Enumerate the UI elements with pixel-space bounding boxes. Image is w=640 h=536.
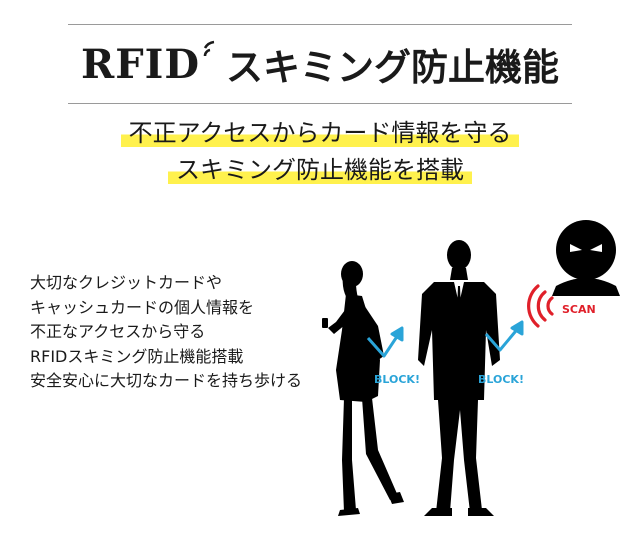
block-arrow-icon: [366, 320, 524, 358]
scan-waves-icon: [527, 284, 554, 328]
description-line: 不正なアクセスから守る: [30, 322, 206, 341]
subtitle-line-1: 不正アクセスからカード情報を守る: [0, 118, 640, 148]
page-title: RFID スキミング防止機能: [0, 34, 640, 94]
scan-label: SCAN: [562, 303, 596, 316]
block-label: BLOCK!: [374, 373, 420, 386]
title-rfid: RFID: [80, 40, 201, 88]
description-line: キャッシュカードの個人情報を: [30, 297, 255, 317]
title-main: スキミング防止機能: [226, 45, 560, 89]
top-divider: [68, 24, 572, 25]
man-silhouette: [418, 240, 500, 516]
block-label: BLOCK!: [478, 373, 524, 386]
hacker-icon: [552, 220, 620, 296]
description-line: 安全安心に大切なカードを持ち歩ける: [30, 371, 303, 390]
bottom-divider: [68, 103, 572, 104]
subtitle-line-2: スキミング防止機能を搭載: [0, 155, 640, 185]
description: 大切なクレジットカードや キャッシュカードの個人情報を 不正なアクセスから守る …: [30, 271, 330, 394]
woman-silhouette: [322, 261, 404, 516]
skimming-illustration: SCAN BLOCK! BLOCK!: [322, 220, 620, 516]
description-line: RFIDスキミング防止機能搭載: [30, 346, 244, 366]
wireless-icon: [203, 40, 215, 57]
description-line: 大切なクレジットカードや: [30, 273, 223, 292]
